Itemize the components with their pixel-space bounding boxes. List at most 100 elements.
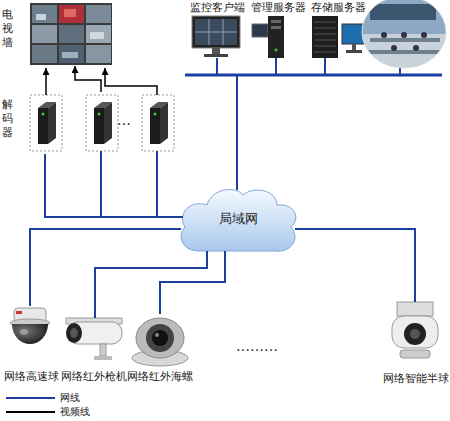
decoder-illustration — [30, 95, 174, 151]
monitor-screen — [195, 19, 237, 45]
network-bus — [185, 74, 442, 77]
screen-detail — [90, 32, 104, 39]
photo-person — [381, 32, 387, 38]
lens-highlight — [155, 333, 159, 337]
conch-camera-illustration — [132, 318, 188, 366]
power-led — [275, 49, 278, 52]
storage-illustration — [312, 16, 366, 58]
server-illustration — [252, 16, 284, 58]
server-tower — [268, 16, 284, 58]
storage-server: 存储服务器 — [308, 0, 368, 58]
management-server: 管理服务器 — [250, 0, 306, 58]
video-cable — [105, 68, 157, 95]
node-label: 局域网 — [219, 211, 258, 227]
lens-glass — [410, 329, 420, 339]
client-illustration — [192, 16, 240, 57]
monitor-screen — [32, 5, 57, 23]
decoder-side — [160, 102, 168, 144]
node-label: 解码器 — [2, 98, 14, 140]
video-wall: 电视墙 — [2, 0, 114, 66]
monitor-screen — [59, 25, 84, 43]
ellipsis-mark: … — [117, 112, 131, 128]
video-wall-illustration — [30, 3, 112, 65]
legend-text: 视频线 — [60, 405, 90, 419]
lan-cloud: 局域网 — [177, 185, 299, 253]
wall-frame — [30, 3, 112, 65]
node-label: 监控客户端 — [190, 1, 245, 14]
drive-bay — [271, 26, 281, 29]
photo-person — [391, 45, 397, 51]
cloud-outline — [181, 190, 296, 252]
screen-detail — [62, 52, 78, 58]
photo-desks — [366, 40, 444, 52]
legend-video-sample — [6, 411, 55, 413]
video-cable — [45, 68, 47, 95]
decoder-led — [98, 113, 101, 116]
node-label: 管理服务器 — [251, 1, 306, 14]
monitor-stand — [212, 48, 220, 54]
monitor-bezel — [192, 16, 240, 48]
decoder-group: 解码器 — [2, 92, 174, 154]
legend-text: 网线 — [60, 391, 80, 405]
node-label: 网络红外海螺 — [127, 370, 193, 383]
drive-bay — [271, 20, 281, 23]
photo-person — [401, 32, 407, 38]
decoder-frame — [142, 95, 174, 151]
control-room-photo — [360, 0, 450, 74]
video-cable — [75, 66, 101, 92]
monitor-base — [204, 54, 228, 57]
network-cable — [160, 251, 225, 314]
network-cable — [30, 229, 181, 306]
camera-lens — [152, 330, 168, 346]
screen-detail — [64, 9, 76, 17]
photo-border — [362, 0, 446, 68]
network-cable — [237, 58, 325, 190]
monitor-screen — [59, 5, 84, 23]
dome-body — [392, 316, 438, 348]
monitor-screen — [86, 25, 111, 43]
network-cable — [45, 154, 183, 217]
node-label: 电视墙 — [2, 8, 14, 50]
decoder-body — [38, 108, 48, 144]
client-workstation: 监控客户端 — [183, 0, 251, 58]
monitor-screen — [32, 25, 57, 43]
camera-lens — [404, 323, 426, 345]
photo-person — [413, 45, 419, 51]
conch-camera: 网络红外海螺 — [127, 305, 193, 385]
decoder-frame — [30, 95, 62, 151]
decoder-led — [154, 113, 157, 116]
photo-person — [421, 32, 427, 38]
node-label: 网络高速球 — [4, 370, 59, 383]
dome-mount — [397, 302, 433, 316]
monitor-screen — [86, 45, 111, 63]
node-label: 网络智能半球 — [383, 372, 449, 385]
monitor-base — [346, 50, 362, 53]
network-cable — [100, 151, 102, 217]
speed-dome-illustration — [10, 308, 50, 344]
network-cable — [237, 58, 276, 190]
monitor-stand — [352, 44, 356, 50]
legend-network-sample — [6, 397, 55, 399]
node-label: 网络红外枪机 — [61, 370, 127, 383]
decoder-side — [48, 102, 56, 144]
half-dome-illustration — [392, 302, 438, 358]
speed-dome-camera: 网络高速球 — [0, 302, 62, 384]
decoder-led — [42, 113, 45, 116]
network-cable — [217, 58, 237, 190]
conch-dome — [136, 318, 184, 358]
monitor-screen — [252, 24, 268, 37]
brand-mark — [16, 311, 22, 314]
decoder-body — [150, 108, 160, 144]
photo-wall — [360, 0, 450, 74]
screen-grid — [195, 19, 237, 45]
ir-ring — [146, 324, 174, 352]
decoder-side — [104, 102, 112, 144]
lens-glass — [70, 328, 78, 338]
network-cable — [95, 251, 207, 318]
camera-bracket — [100, 344, 106, 356]
photo-screens — [370, 4, 436, 20]
ellipsis-mark: ……… — [236, 338, 278, 354]
monitor-screen — [59, 45, 84, 63]
network-cable — [156, 151, 158, 217]
